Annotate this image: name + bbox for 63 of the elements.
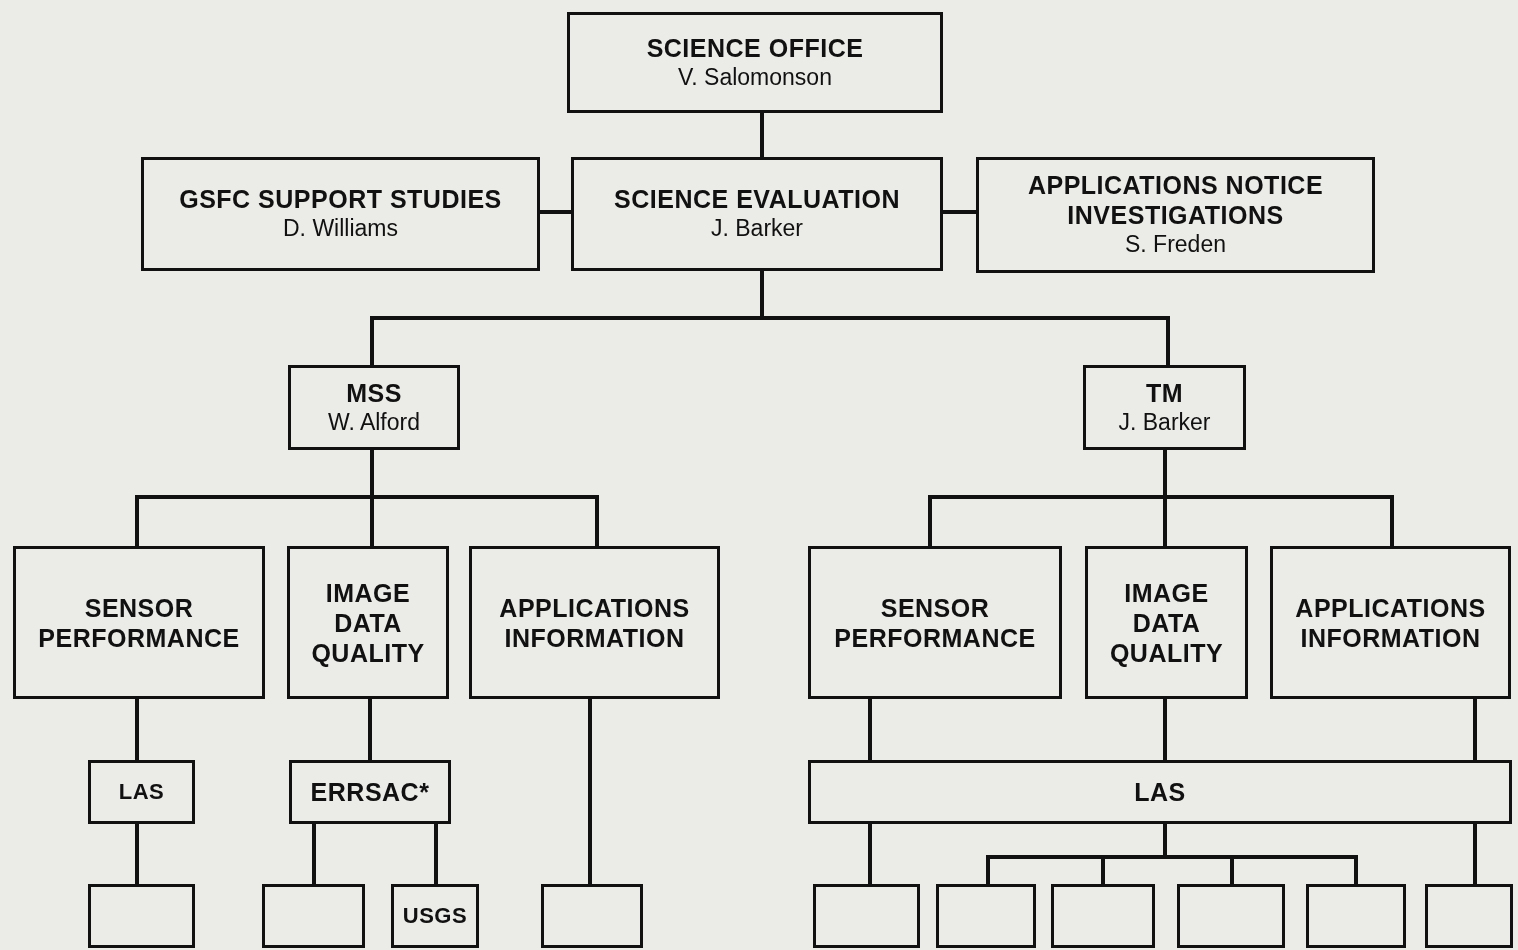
org-box <box>288 365 460 450</box>
unit-label: LAS <box>118 778 165 806</box>
org-box <box>976 157 1375 273</box>
unit-title: SCIENCE EVALUATION <box>614 184 900 215</box>
unit-title: APPLICATIONS NOTICE INVESTIGATIONS <box>1026 170 1325 231</box>
connector-line <box>135 824 139 884</box>
org-box <box>289 760 451 824</box>
org-box <box>88 760 195 824</box>
unit-label: LAS <box>1134 777 1186 807</box>
unit-label: USGS <box>402 902 468 930</box>
unit-label: SENSOR PERFORMANCE <box>833 592 1037 653</box>
org-box <box>571 157 943 271</box>
org-box <box>1085 546 1248 699</box>
empty-box <box>813 884 920 948</box>
connector-line <box>1163 699 1167 760</box>
empty-box <box>936 884 1036 948</box>
org-box <box>808 546 1062 699</box>
unit-label: IMAGE DATA QUALITY <box>310 577 426 668</box>
connector-line <box>312 824 316 884</box>
unit-label: IMAGE DATA QUALITY <box>1108 577 1225 668</box>
person-name: V. Salomonson <box>678 62 832 92</box>
unit-title: TM <box>1145 377 1184 408</box>
person-name: S. Freden <box>1125 230 1226 260</box>
person-name: J. Barker <box>711 214 803 244</box>
empty-box <box>1051 884 1155 948</box>
unit-label: ERRSAC* <box>310 777 430 807</box>
connector-line <box>868 824 872 884</box>
empty-box <box>1425 884 1513 948</box>
empty-box <box>1306 884 1406 948</box>
org-box <box>1270 546 1511 699</box>
connector-line <box>1473 699 1477 760</box>
unit-label: APPLICATIONS INFORMATION <box>498 592 691 653</box>
org-box <box>567 12 943 113</box>
unit-label: SENSOR PERFORMANCE <box>37 592 241 653</box>
unit-title: SCIENCE OFFICE <box>646 32 864 63</box>
connector-line <box>943 210 976 214</box>
empty-box <box>88 884 195 948</box>
org-box <box>469 546 720 699</box>
person-name: W. Alford <box>327 407 420 437</box>
org-box <box>287 546 449 699</box>
org-box <box>141 157 540 271</box>
connector-line <box>868 699 872 760</box>
connector-line <box>1473 824 1477 884</box>
org-box <box>808 760 1512 824</box>
person-name: D. Williams <box>283 214 398 244</box>
connector-line <box>135 699 139 760</box>
connector-line <box>760 271 1170 365</box>
org-box <box>1083 365 1246 450</box>
org-box <box>391 884 479 948</box>
empty-box <box>262 884 365 948</box>
connector-line <box>540 210 571 214</box>
connector-line <box>370 450 599 546</box>
empty-box <box>541 884 643 948</box>
connector-line <box>588 699 592 884</box>
empty-box <box>1177 884 1285 948</box>
org-box <box>13 546 265 699</box>
unit-title: GSFC SUPPORT STUDIES <box>179 184 502 215</box>
connector-line <box>434 824 438 884</box>
person-name: J. Barker <box>1118 407 1211 437</box>
connector-line <box>760 113 764 157</box>
unit-label: APPLICATIONS INFORMATION <box>1294 592 1487 653</box>
unit-title: MSS <box>346 377 402 408</box>
connector-line <box>368 699 372 760</box>
